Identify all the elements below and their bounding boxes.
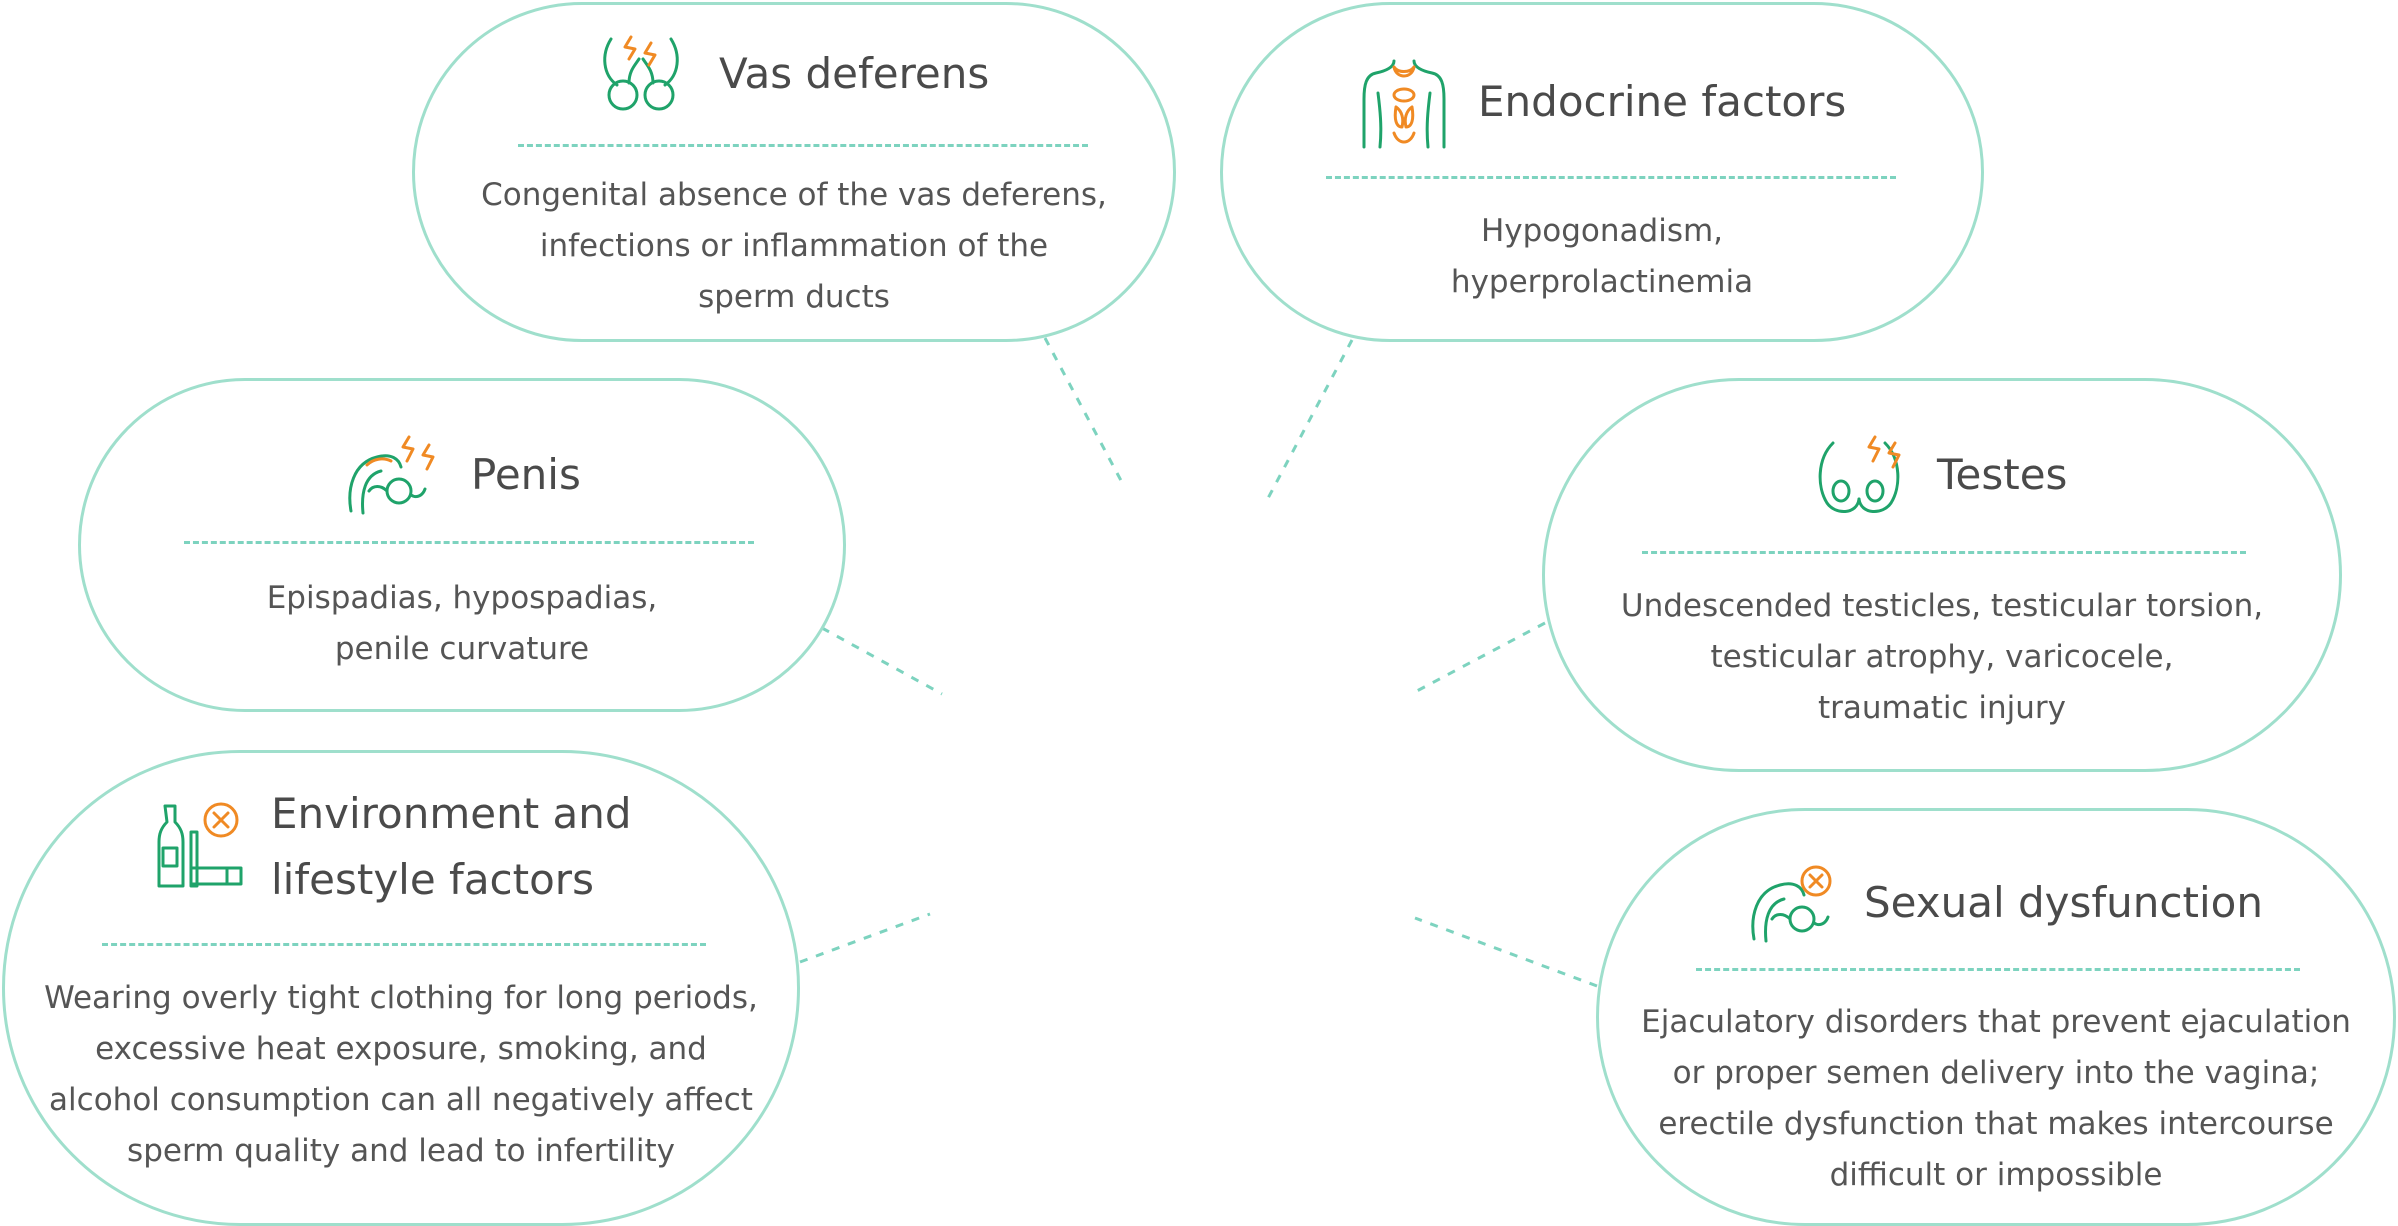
penis-description: Epispadias, hypospadias, penile curvatur… bbox=[81, 573, 843, 675]
sexual-dysfunction-divider bbox=[1696, 968, 2300, 971]
environment-title: Environment and lifestyle factors bbox=[271, 781, 632, 913]
penis-line: penile curvature bbox=[334, 631, 590, 667]
environment-line: excessive heat exposure, smoking, and bbox=[95, 1031, 707, 1067]
penis-card: Penis Epispadias, hypospadias, penile cu… bbox=[78, 378, 846, 712]
sexual-dysfunction-header: Sexual dysfunction bbox=[1746, 863, 2263, 943]
connector-environment bbox=[799, 912, 931, 964]
environment-card: Environment and lifestyle factors Wearin… bbox=[2, 750, 800, 1226]
testes-card: Testes Undescended testicles, testicular… bbox=[1542, 378, 2342, 772]
sexual-dysfunction-line: difficult or impossible bbox=[1829, 1157, 2163, 1193]
testes-line: testicular atrophy, varicocele, bbox=[1710, 639, 2174, 675]
endocrine-description: Hypogonadism, hyperprolactinemia bbox=[1223, 206, 1981, 308]
vas-deferens-card: Vas deferens Congenital absence of the v… bbox=[412, 2, 1176, 342]
testes-header: Testes bbox=[1813, 433, 2067, 517]
penis-divider bbox=[184, 541, 754, 544]
sexual-dysfunction-description: Ejaculatory disorders that prevent ejacu… bbox=[1599, 997, 2393, 1201]
testes-title: Testes bbox=[1937, 450, 2068, 500]
endocrine-card: Endocrine factors Hypogonadism, hyperpro… bbox=[1220, 2, 1984, 342]
testes-pain-icon bbox=[1818, 435, 1901, 513]
penis-line: Epispadias, hypospadias, bbox=[266, 580, 658, 616]
endocrine-title: Endocrine factors bbox=[1478, 77, 1847, 127]
vas-deferens-title: Vas deferens bbox=[719, 49, 990, 99]
connector-endocrine bbox=[1264, 339, 1354, 503]
penis-header: Penis bbox=[343, 433, 581, 517]
testes-description: Undescended testicles, testicular torsio… bbox=[1545, 581, 2339, 734]
connector-testes bbox=[1414, 621, 1546, 694]
sexual-dysfunction-line: Ejaculatory disorders that prevent ejacu… bbox=[1641, 1004, 2351, 1040]
connector-vas-deferens bbox=[1043, 337, 1127, 489]
connector-sexual bbox=[1414, 916, 1598, 988]
environment-description: Wearing overly tight clothing for long p… bbox=[5, 973, 797, 1177]
vas-deferens-line: infections or inflammation of the bbox=[539, 228, 1049, 264]
environment-divider bbox=[102, 943, 706, 946]
vas-deferens-header: Vas deferens bbox=[595, 31, 989, 117]
sexual-dysfunction-line: erectile dysfunction that makes intercou… bbox=[1658, 1106, 2334, 1142]
vas-deferens-line: sperm ducts bbox=[698, 279, 890, 315]
alcohol-smoking-icon bbox=[157, 802, 243, 888]
sexual-dysfunction-line: or proper semen delivery into the vagina… bbox=[1672, 1055, 2320, 1091]
testes-line: Undescended testicles, testicular torsio… bbox=[1620, 588, 2264, 624]
penis-title: Penis bbox=[471, 450, 581, 500]
vas-deferens-icon bbox=[603, 35, 679, 111]
endocrine-glands-icon bbox=[1362, 59, 1446, 149]
vas-deferens-divider bbox=[518, 144, 1088, 147]
endocrine-divider bbox=[1326, 176, 1896, 179]
environment-line: alcohol consumption can all negatively a… bbox=[49, 1082, 753, 1118]
environment-header: Environment and lifestyle factors bbox=[157, 781, 632, 913]
connector-penis bbox=[821, 626, 943, 696]
environment-title-line: lifestyle factors bbox=[271, 855, 594, 904]
vas-deferens-description: Congenital absence of the vas deferens, … bbox=[415, 170, 1173, 323]
environment-line: Wearing overly tight clothing for long p… bbox=[44, 980, 758, 1016]
testes-line: traumatic injury bbox=[1817, 690, 2066, 726]
environment-line: sperm quality and lead to infertility bbox=[127, 1133, 675, 1169]
endocrine-header: Endocrine factors bbox=[1358, 55, 1846, 149]
penis-pain-icon bbox=[348, 435, 435, 515]
testes-divider bbox=[1642, 551, 2246, 554]
endocrine-line: Hypogonadism, bbox=[1480, 213, 1724, 249]
sexual-dysfunction-card: Sexual dysfunction Ejaculatory disorders… bbox=[1596, 808, 2396, 1226]
endocrine-line: hyperprolactinemia bbox=[1450, 264, 1754, 300]
sexual-dysfunction-title: Sexual dysfunction bbox=[1864, 878, 2263, 928]
vas-deferens-line: Congenital absence of the vas deferens, bbox=[481, 177, 1107, 213]
sexual-dysfunction-icon bbox=[1751, 865, 1832, 943]
environment-title-line: Environment and bbox=[271, 789, 632, 838]
